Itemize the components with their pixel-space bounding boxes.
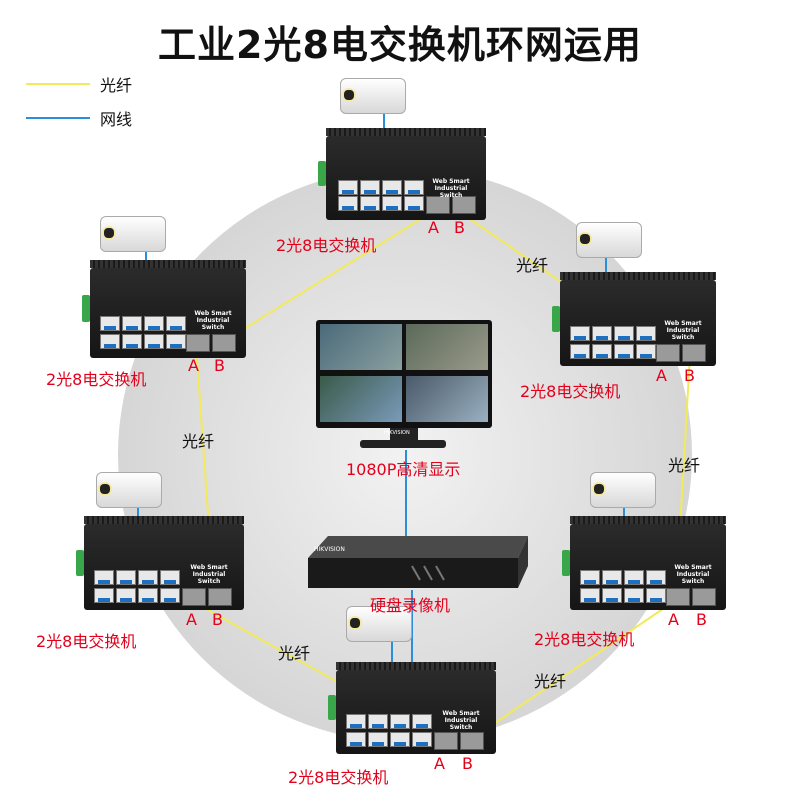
monitor	[316, 320, 492, 428]
fiber-label-bottomleft: 光纤	[278, 644, 311, 663]
fiber-label-right: 光纤	[668, 456, 701, 475]
switch-top-port-b: B	[454, 218, 465, 237]
switch-top-port-a: A	[428, 218, 439, 237]
monitor-brand: HIKVISION	[384, 430, 410, 436]
fiber-label-bottomright: 光纤	[534, 672, 567, 691]
switch-top-label: 2光8电交换机	[276, 236, 377, 255]
monitor-base	[360, 440, 446, 448]
switch-midleft-brand2: Industrial Switch	[192, 571, 226, 585]
fiber-label-left: 光纤	[182, 432, 215, 451]
nvr	[308, 536, 528, 588]
switch-left-brand1: Web Smart	[194, 310, 232, 317]
nvr-brand: HIKVISION	[314, 546, 345, 553]
camera-bottom	[340, 604, 412, 644]
camera-midright	[584, 470, 656, 510]
switch-right-brand2: Industrial Switch	[666, 327, 700, 341]
switch-midright-label: 2光8电交换机	[534, 630, 635, 649]
camera-left	[94, 214, 166, 254]
switch-bottom-brand2: Industrial Switch	[444, 717, 478, 731]
legend-fiber-line	[26, 83, 90, 85]
switch-right-port-b: B	[684, 366, 695, 385]
monitor-label: 1080P高清显示	[346, 460, 461, 479]
switch-top-brand2: Industrial Switch	[434, 185, 468, 199]
switch-right-port-a: A	[656, 366, 667, 385]
legend-cable-label: 网线	[100, 110, 133, 129]
switch-midleft-port-b: B	[212, 610, 223, 629]
fiber-label-topright: 光纤	[516, 256, 549, 275]
legend-cable: 网线	[26, 106, 132, 130]
switch-midright-port-b: B	[696, 610, 707, 629]
switch-bottom-label: 2光8电交换机	[288, 768, 389, 787]
camera-midleft	[90, 470, 162, 510]
switch-midleft-port-a: A	[186, 610, 197, 629]
switch-right-brand1: Web Smart	[664, 320, 702, 327]
legend-fiber: 光纤	[26, 72, 132, 96]
switch-bottom-port-b: B	[462, 754, 473, 773]
switch-left-label: 2光8电交换机	[46, 370, 147, 389]
camera-top	[334, 76, 406, 116]
switch-left-port-a: A	[188, 356, 199, 375]
switch-midright-port-a: A	[668, 610, 679, 629]
switch-midleft-label: 2光8电交换机	[36, 632, 137, 651]
switch-bottom-brand1: Web Smart	[442, 710, 480, 717]
nvr-label: 硬盘录像机	[370, 596, 451, 615]
switch-right-label: 2光8电交换机	[520, 382, 621, 401]
switch-left-brand2: Industrial Switch	[196, 317, 230, 331]
switch-midright-brand2: Industrial Switch	[676, 571, 710, 585]
fiber-top-left	[217, 211, 433, 346]
switch-midleft-brand1: Web Smart	[190, 564, 228, 571]
camera-right	[570, 220, 642, 260]
legend-cable-line	[26, 117, 90, 119]
diagram-title: 工业2光8电交换机环网运用	[158, 23, 642, 67]
switch-top-brand1: Web Smart	[432, 178, 470, 185]
legend-fiber-label: 光纤	[100, 76, 133, 95]
switch-bottom-port-a: A	[434, 754, 445, 773]
switch-left-port-b: B	[214, 356, 225, 375]
switch-midright-brand1: Web Smart	[674, 564, 712, 571]
fiber-bottom-right	[469, 599, 677, 741]
